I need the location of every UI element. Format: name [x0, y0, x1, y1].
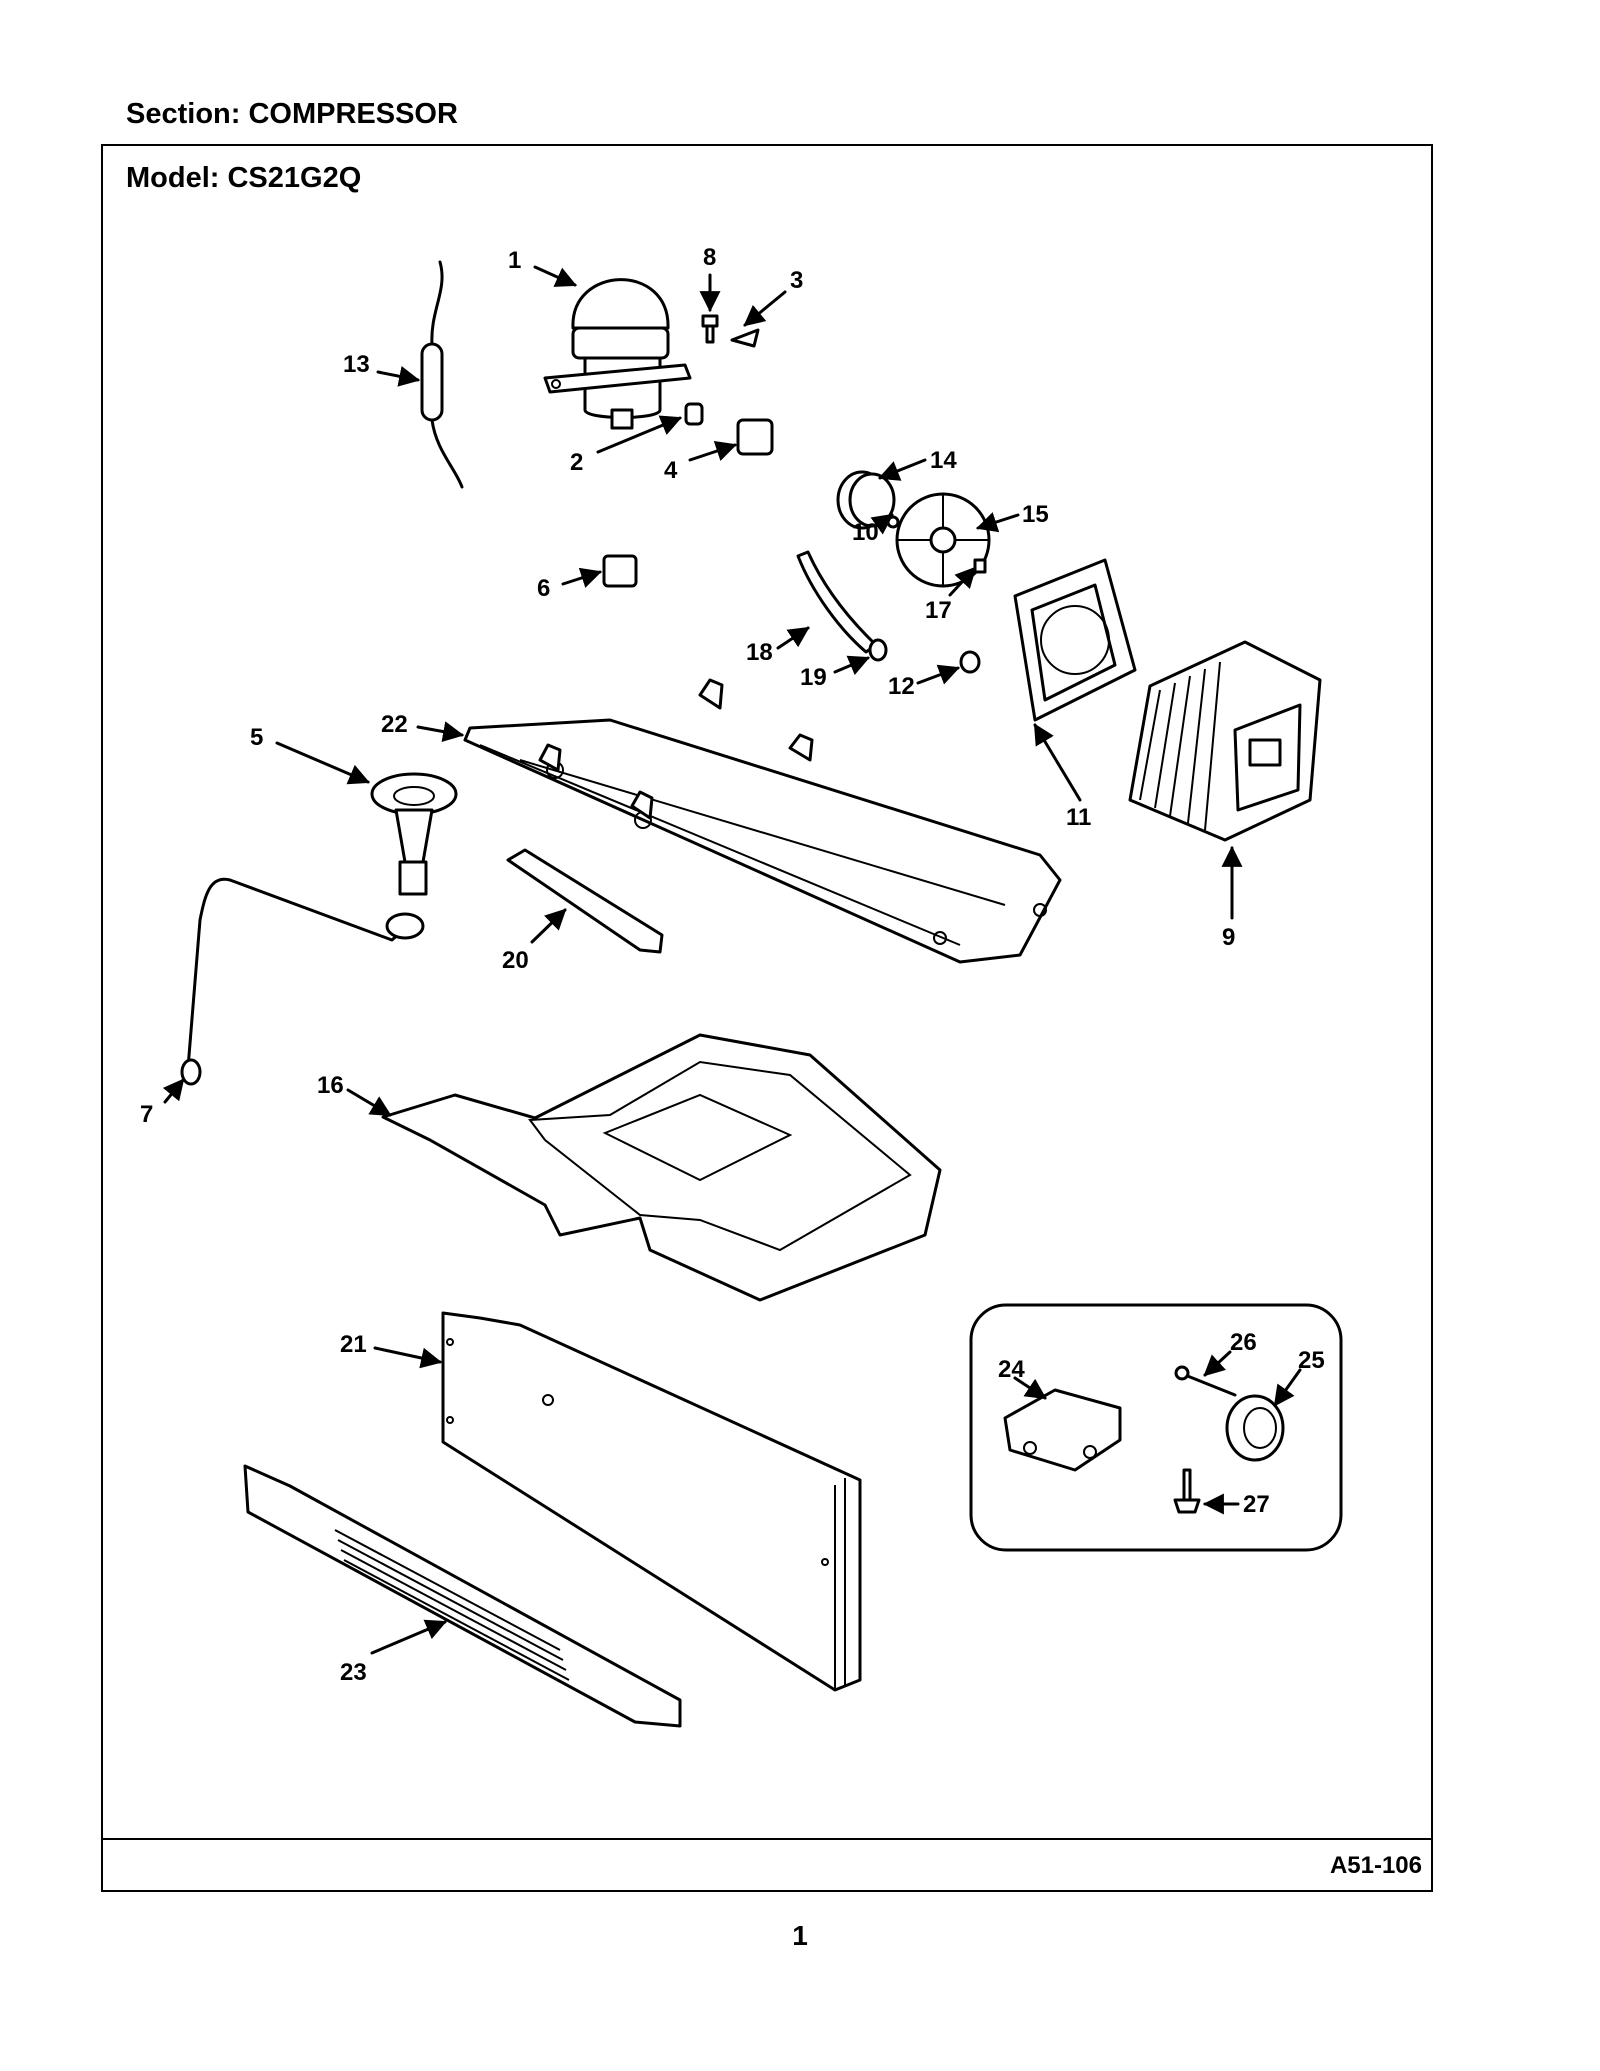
grommet-part-12 [959, 650, 981, 674]
callout-23: 23 [340, 1659, 367, 1686]
footer-divider [101, 1838, 1433, 1840]
drain-tube-part-7 [186, 877, 416, 1070]
callout-8: 8 [703, 244, 716, 271]
callout-12: 12 [888, 673, 915, 700]
callout-10: 10 [852, 519, 879, 546]
callout-4: 4 [664, 457, 678, 484]
model-title: Model: CS21G2Q [126, 162, 362, 194]
grille-part-23 [243, 1464, 682, 1728]
callout-17: 17 [925, 597, 952, 624]
condenser-part-9 [1128, 640, 1322, 842]
axle-part-26 [1183, 1373, 1237, 1397]
callout-22: 22 [381, 711, 408, 738]
callout-1: 1 [508, 247, 521, 274]
figure-id: A51-106 [1329, 1852, 1422, 1879]
callout-26: 26 [1230, 1329, 1257, 1356]
grommet-part-19 [868, 638, 888, 662]
callout-24: 24 [998, 1356, 1025, 1383]
callout-3: 3 [790, 267, 803, 294]
grommet-part-8 [701, 314, 719, 344]
callout-15: 15 [1022, 501, 1049, 528]
caster-part-24 [1003, 1388, 1122, 1472]
leveler-part-27 [1173, 1468, 1201, 1514]
callout-2: 2 [570, 449, 583, 476]
drier-part-13 [420, 260, 464, 489]
callout-5: 5 [250, 724, 263, 751]
section-title: Section: COMPRESSOR [126, 98, 458, 130]
base-plate-part-22 [463, 678, 1062, 964]
grommet-part-2 [684, 402, 704, 426]
wheel-part-25 [1225, 1394, 1285, 1462]
callout-16: 16 [317, 1072, 344, 1099]
callout-9: 9 [1222, 924, 1235, 951]
caster-inset [969, 1303, 1343, 1552]
callout-20: 20 [502, 947, 529, 974]
callout-14: 14 [930, 447, 957, 474]
callout-7: 7 [140, 1101, 153, 1128]
diagram-frame [101, 144, 1433, 1892]
clip-part-3 [730, 328, 760, 348]
clip-part-17 [973, 558, 987, 574]
bracket-part-18 [796, 550, 878, 654]
callout-19: 19 [800, 664, 827, 691]
callout-21: 21 [340, 1331, 367, 1358]
callout-11: 11 [1066, 804, 1091, 831]
callout-6: 6 [537, 575, 550, 602]
callout-13: 13 [343, 351, 370, 378]
drain-pan-part-16 [381, 1033, 942, 1302]
switch-part-6 [602, 554, 638, 588]
relay-part-4 [736, 418, 774, 456]
callout-27: 27 [1243, 1491, 1270, 1518]
callout-18: 18 [746, 639, 773, 666]
compressor-part-1 [543, 278, 692, 430]
callout-25: 25 [1298, 1347, 1325, 1374]
fan-blade-part-15 [895, 492, 991, 588]
channel-part-20 [506, 848, 664, 954]
fan-shroud-part-11 [1013, 558, 1137, 722]
page-number: 1 [792, 1920, 808, 1951]
callout-labels: 1 8 3 13 2 4 14 15 10 6 17 18 19 12 22 5… [140, 244, 1325, 1686]
leader-lines [162, 265, 1302, 1655]
drain-funnel-part-5 [370, 772, 458, 896]
panel-part-21 [441, 1311, 862, 1692]
